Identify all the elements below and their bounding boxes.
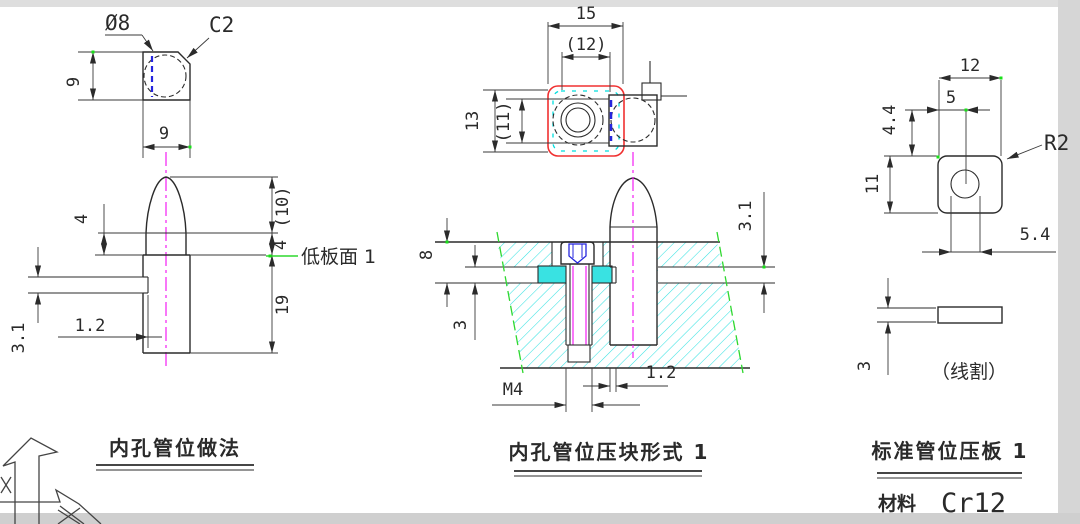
dim-plate-width: 12 bbox=[960, 56, 980, 76]
frame-top bbox=[0, 0, 1080, 7]
dim-block-height: 13 bbox=[463, 111, 483, 131]
plate-side-outline bbox=[937, 306, 1003, 324]
section-view: 8 3 3.1 M4 1.2 bbox=[417, 152, 775, 412]
dim-thread: M4 bbox=[503, 380, 523, 400]
dim-pin-notch: 1.2 bbox=[75, 316, 106, 336]
plate-top-view: 12 5 4.4 11 5.4 R2 bbox=[863, 56, 1069, 256]
frame-bottom bbox=[0, 513, 1080, 524]
caption-pin-method: 内孔管位做法 bbox=[96, 436, 254, 471]
dim-block-thickness: 3 bbox=[451, 320, 471, 330]
pin-top-view: Ø8 C2 9 9 bbox=[64, 11, 234, 158]
dim-step-depth: 3.1 bbox=[736, 201, 756, 232]
caption-pin-text: 内孔管位做法 bbox=[109, 436, 241, 460]
snap-ticks bbox=[91, 50, 1003, 269]
corner-arrows-icon bbox=[0, 437, 102, 524]
pin-block-top-view bbox=[608, 94, 658, 147]
dim-cbore-depth: 8 bbox=[417, 250, 437, 260]
material-label: 材料 bbox=[878, 492, 916, 515]
plate-side-view: 3 （线割） bbox=[855, 278, 1007, 383]
dim-plate-thickness: 3 bbox=[855, 361, 875, 371]
press-block-section-left bbox=[537, 265, 567, 284]
hex-socket-icon bbox=[568, 243, 587, 264]
dim-corner-radius: R2 bbox=[1044, 131, 1069, 155]
press-block-section-right bbox=[591, 265, 613, 284]
dim-block-width-inner: (12) bbox=[566, 35, 607, 55]
process-note: （线割） bbox=[931, 361, 1007, 383]
block-tab bbox=[641, 82, 662, 101]
screw-head bbox=[560, 241, 595, 265]
press-block-hatch-ticks bbox=[552, 90, 620, 152]
block-top-view: 15 (12) 13 (11) bbox=[463, 4, 687, 157]
press-block-outline-red bbox=[547, 85, 625, 157]
dim-pin-chamfer: C2 bbox=[209, 13, 234, 37]
plate-outline bbox=[937, 155, 1003, 214]
caption-block-text: 内孔管位压块形式 1 bbox=[509, 440, 710, 464]
plate-boundary-right bbox=[716, 231, 744, 374]
thread-pilot bbox=[567, 344, 591, 363]
dim-pin-neck-left: 4 bbox=[72, 214, 92, 224]
chamfer-leader-icon bbox=[186, 37, 210, 59]
dim-block-width: 15 bbox=[576, 4, 596, 24]
pin-front-view: 4 (10) 4 19 低板面 1 3.1 1.2 bbox=[9, 152, 376, 368]
caption-plate-standard: 标准管位压板 1 材料 Cr12 bbox=[872, 439, 1029, 519]
dim-pin-diameter: Ø8 bbox=[105, 11, 130, 35]
datum-note: 低板面 1 bbox=[301, 246, 376, 268]
plate-boundary-left bbox=[496, 231, 524, 374]
frame-right bbox=[1058, 0, 1080, 524]
dim-pin-dome: (10) bbox=[273, 187, 293, 228]
caption-plate-text: 标准管位压板 1 bbox=[872, 439, 1029, 463]
plate-hole bbox=[950, 169, 980, 199]
dim-section-notch: 1.2 bbox=[646, 363, 677, 383]
dim-edge-to-hole: 4.4 bbox=[880, 105, 900, 136]
pin-top-circle bbox=[143, 54, 187, 98]
dim-block-height-inner: (11) bbox=[494, 102, 514, 143]
dim-pin-top-width: 9 bbox=[159, 124, 169, 144]
dia-leader-icon bbox=[141, 34, 154, 52]
pin-top-outline bbox=[142, 51, 191, 101]
dim-hole-offset: 5 bbox=[946, 88, 956, 108]
dim-pin-top-height: 9 bbox=[64, 77, 84, 87]
dim-pin-neck-right: 4 bbox=[271, 240, 291, 250]
caption-block-form: 内孔管位压块形式 1 bbox=[509, 440, 710, 477]
dim-sheet-thickness: 3.1 bbox=[9, 323, 29, 354]
radius-leader-icon bbox=[1006, 144, 1043, 160]
dim-pin-body: 19 bbox=[273, 295, 293, 315]
material-value: Cr12 bbox=[941, 488, 1006, 519]
dim-plate-height: 11 bbox=[863, 174, 883, 194]
screw-hole-top-view bbox=[565, 107, 591, 133]
pin-dome bbox=[145, 176, 187, 234]
dim-hole-span: 5.4 bbox=[1020, 225, 1051, 245]
